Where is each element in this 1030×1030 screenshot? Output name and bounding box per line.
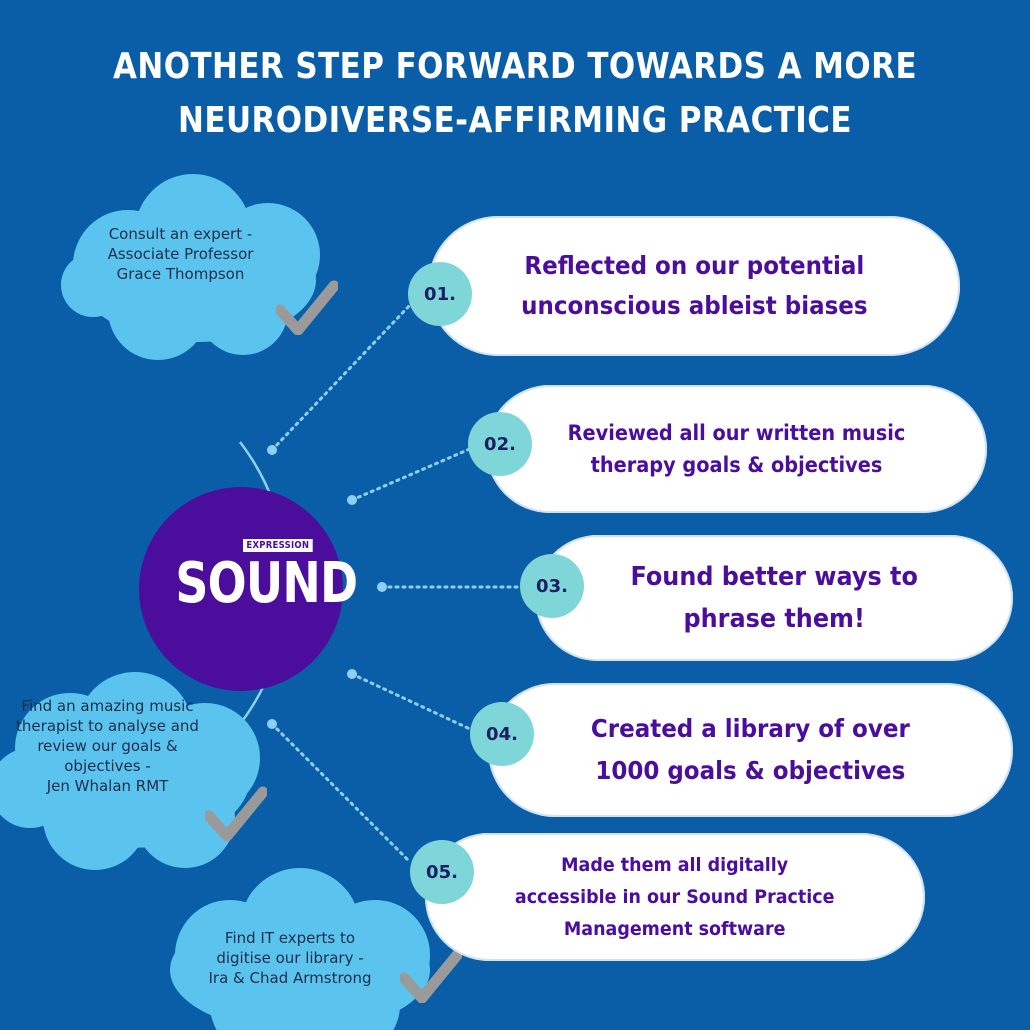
step-number-02: 02. [468,412,532,476]
cloud-line: therapist to analyse and [16,717,199,735]
step-number-03: 03. [520,554,584,618]
cloud-consult-expert: Consult an expert - Associate Professor … [48,170,348,370]
cloud-line: Ira & Chad Armstrong [208,969,372,987]
step-line: therapy goals & objectives [590,453,883,477]
cloud-shape [170,868,430,1030]
connector-line-02 [350,446,474,502]
cloud-text: Consult an expert - Associate Professor … [68,224,293,284]
step-text: Created a library of over 1000 goals & o… [591,708,910,792]
step-text: Made them all digitally accessible in ou… [515,849,835,945]
step-line: Management software [564,918,786,940]
connector-line-04 [350,672,474,732]
connector-dot-02 [347,495,357,505]
connector-dot-04 [347,669,357,679]
logo-tag: EXPRESSION [243,539,313,552]
step-pill-04: Created a library of over 1000 goals & o… [488,683,1013,817]
title-line-2: NEURODIVERSE-AFFIRMING PRACTICE [178,100,852,141]
step-number-04: 04. [470,702,534,766]
step-line: Found better ways to [630,562,918,592]
step-number-01: 01. [408,262,472,326]
title-line-1: ANOTHER STEP FORWARD TOWARDS A MORE [112,46,918,87]
step-text: Reflected on our potential unconscious a… [521,246,868,326]
connector-dot-03 [377,582,387,592]
step-pill-03: Found better ways to phrase them! [535,535,1013,661]
cloud-shape [0,672,260,870]
step-line: accessible in our Sound Practice [515,886,835,908]
cloud-it-experts: Find IT experts to digitise our library … [150,860,462,1030]
cloud-line: digitise our library - [216,949,364,967]
step-number-05: 05. [410,840,474,904]
connector-dot-05 [267,719,277,729]
cloud-line: objectives - [64,757,151,775]
cloud-text: Find IT experts to digitise our library … [175,928,405,988]
cloud-line: Find IT experts to [224,929,356,947]
checkmark-icon [276,280,338,335]
cloud-text: Find an amazing music therapist to analy… [0,696,215,796]
step-pill-02: Reviewed all our written music therapy g… [486,385,987,513]
cloud-line: Consult an expert - [108,225,253,243]
step-line: phrase them! [683,604,865,634]
page-title: ANOTHER STEP FORWARD TOWARDS A MORE NEUR… [72,40,958,148]
cloud-music-therapist: Find an amazing music therapist to analy… [0,668,275,878]
step-pill-01: Reflected on our potential unconscious a… [428,216,960,356]
cloud-line: Grace Thompson [116,265,245,283]
connector-dot-01 [267,445,277,455]
connector-line-05 [270,722,412,864]
cloud-shape [61,174,320,360]
step-line: Made them all digitally [561,854,789,876]
checkmark-icon [400,948,462,1003]
step-line: unconscious ableist biases [520,291,868,320]
cloud-line: Associate Professor [107,245,254,263]
sound-expression-logo: EXPRESSION SOUND [139,487,358,691]
step-line: Reviewed all our written music [567,421,906,445]
step-text: Reviewed all our written music therapy g… [568,417,906,481]
step-pill-05: Made them all digitally accessible in ou… [425,833,925,961]
logo-word: SOUND [175,551,358,616]
step-line: Created a library of over [591,714,910,743]
cloud-line: Jen Whalan RMT [46,777,169,795]
step-text: Found better ways to phrase them! [630,556,917,640]
step-line: Reflected on our potential [524,251,864,280]
connector-line-01 [270,303,412,452]
cloud-line: Find an amazing music [21,697,194,715]
cloud-line: review our goals & [37,737,178,755]
step-line: 1000 goals & objectives [595,756,906,785]
checkmark-icon [205,786,267,841]
